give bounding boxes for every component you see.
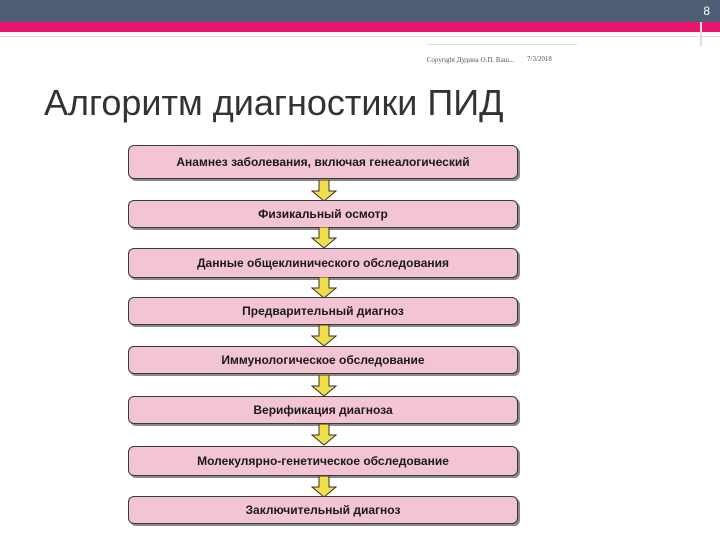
flow-step: Верификация диагноза [128, 396, 518, 424]
slide-number: 8 [703, 4, 710, 18]
flow-step: Данные общеклинического обследования [128, 248, 518, 278]
down-arrow-icon [311, 277, 337, 299]
divider-line [0, 36, 720, 37]
down-arrow-icon [311, 375, 337, 397]
flow-step: Иммунологическое обследование [128, 346, 518, 374]
down-arrow-icon [311, 476, 337, 498]
top-bar [0, 0, 720, 22]
divider-line [427, 44, 577, 45]
copyright-text: Copyright Дудина О.П. Ваш... [426, 56, 515, 64]
flow-step: Молекулярно-генетическое обследование [128, 446, 518, 476]
flow-step: Предварительный диагноз [128, 297, 518, 325]
flow-step: Заключительный диагноз [128, 496, 518, 524]
page-title: Алгоритм диагностики ПИД [44, 82, 504, 123]
flow-step: Физикальный осмотр [128, 200, 518, 228]
down-arrow-icon [311, 325, 337, 347]
down-arrow-icon [311, 424, 337, 446]
down-arrow-icon [311, 180, 337, 202]
down-arrow-icon [311, 227, 337, 249]
flow-step: Анамнез заболевания, включая генеалогиче… [128, 145, 518, 179]
accent-bar [0, 22, 720, 32]
date-text: 7/3/2018 [527, 55, 552, 63]
divider-line [700, 22, 702, 46]
